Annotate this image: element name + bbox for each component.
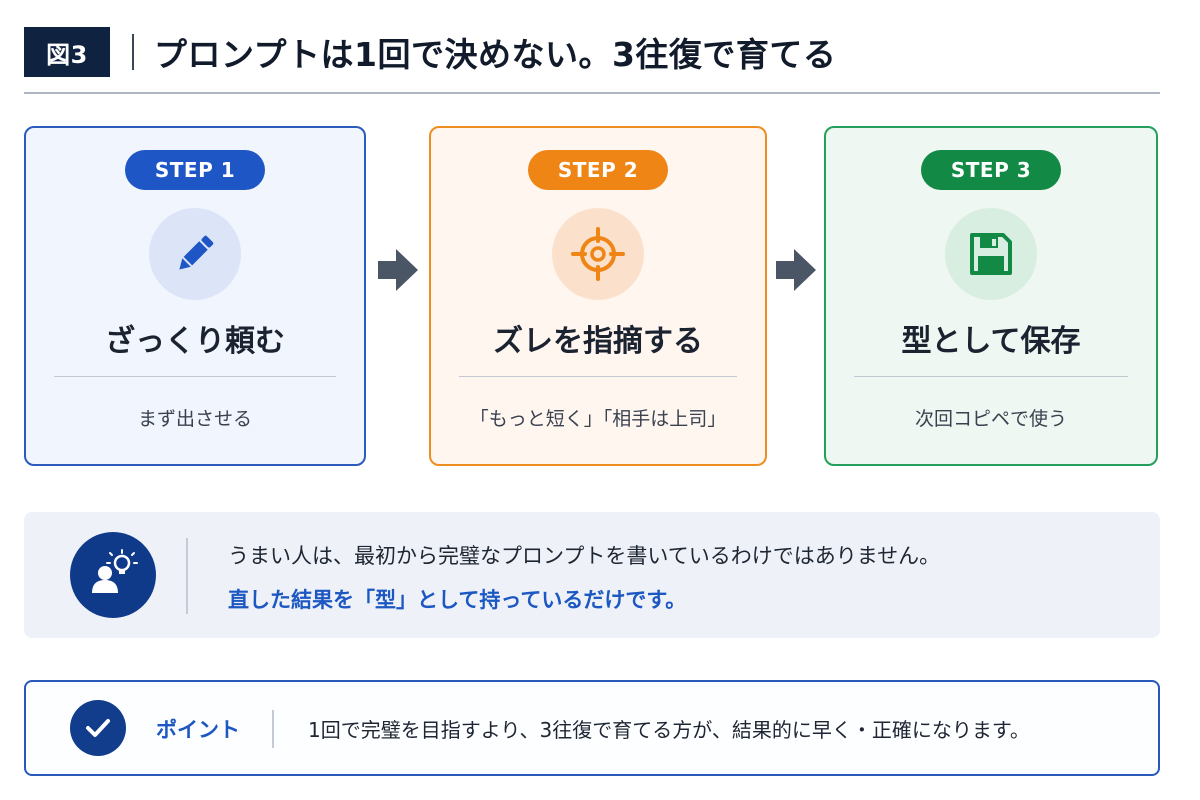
step-badge: STEP 1 (125, 150, 265, 190)
pencil-icon (179, 235, 214, 270)
step-title: ズレを指摘する (493, 324, 703, 359)
step-description: 次回コピペで使う (914, 408, 1067, 430)
step-icon-circle (552, 208, 644, 300)
step-icon-circle (945, 208, 1037, 300)
step-card-1: STEP 1 ざっくり頼む まず出させる (24, 126, 366, 466)
header-rule (24, 92, 1160, 94)
page-title: プロンプトは1回で決めない。3往復で育てる (154, 35, 837, 74)
step-card-3: STEP 3 型として保存 次回コピペで使う (824, 126, 1158, 466)
insight-emphasis: 直した結果を「型」として持っているだけです。 (228, 588, 687, 612)
insight-text: うまい人は、最初から完璧なプロンプトを書いているわけではありません。 (228, 544, 941, 568)
point-text: 1回で完璧を目指すより、3往復で育てる方が、結果的に早く・正確になります。 (308, 718, 1030, 742)
step-badge: STEP 2 (528, 150, 668, 190)
person-icon (92, 549, 138, 593)
step-card-2: STEP 2 ズレを指摘する 「もっと短く」「相手は上司」 (429, 126, 767, 466)
check-icon (70, 700, 126, 756)
figure-label: 図3 (24, 27, 110, 77)
step-icon-circle (149, 208, 241, 300)
step-title: 型として保存 (901, 324, 1081, 359)
target-icon (571, 227, 625, 281)
card-divider (54, 376, 336, 377)
header-divider (132, 34, 134, 70)
floppy-disk-icon (970, 233, 1012, 275)
person-lightbulb-icon (70, 532, 156, 618)
card-divider (854, 376, 1128, 377)
step-title: ざっくり頼む (105, 324, 285, 359)
step-description: 「もっと短く」「相手は上司」 (469, 408, 727, 430)
point-divider (272, 710, 274, 748)
checkmark-glyph (86, 719, 110, 737)
header: 図3 プロンプトは1回で決めない。3往復で育てる (24, 26, 1160, 78)
point-panel: ポイント 1回で完璧を目指すより、3往復で育てる方が、結果的に早く・正確になりま… (24, 680, 1160, 776)
insight-divider (186, 538, 188, 614)
point-label: ポイント (156, 718, 240, 742)
insight-panel: うまい人は、最初から完璧なプロンプトを書いているわけではありません。 直した結果… (24, 512, 1160, 638)
card-divider (459, 376, 737, 377)
arrow-right-icon (776, 249, 816, 291)
arrow-right-icon (378, 249, 418, 291)
step-badge: STEP 3 (921, 150, 1061, 190)
step-description: まず出させる (137, 408, 252, 430)
